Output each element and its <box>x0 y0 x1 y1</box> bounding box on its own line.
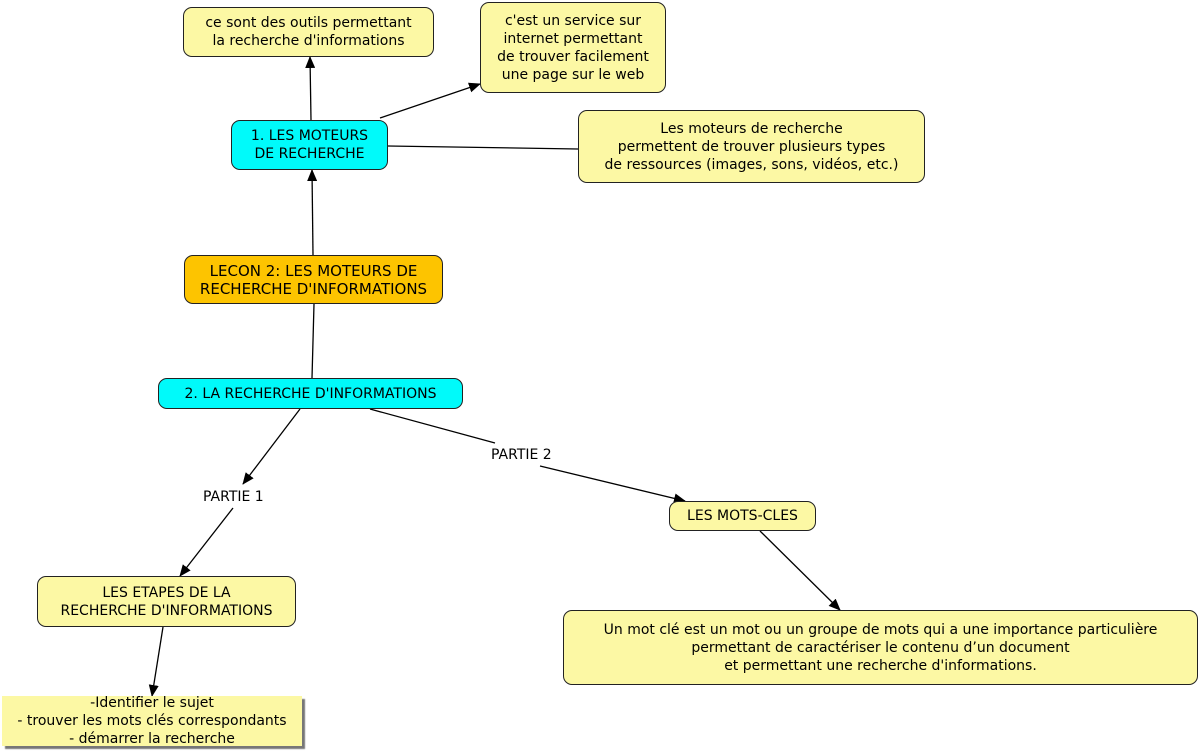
node-definition-service: c'est un service sur internet permettant… <box>480 2 666 93</box>
node-definition-mot-cle: Un mot clé est un mot ou un groupe de mo… <box>563 610 1198 685</box>
edge-moteurs-to-outils <box>305 56 316 121</box>
node-types-ressources: Les moteurs de recherche permettent de t… <box>578 110 925 183</box>
node-recherche-informations: 2. LA RECHERCHE D'INFORMATIONS <box>158 378 463 409</box>
edge-recherche-to-partie2 <box>369 408 496 444</box>
node-lecon-central: LECON 2: LES MOTEURS DE RECHERCHE D'INFO… <box>184 255 443 304</box>
edge-label-partie2: PARTIE 2 <box>489 447 554 463</box>
edge-partie1-to-etapes <box>179 507 234 577</box>
node-mots-cles: LES MOTS-CLES <box>669 501 816 531</box>
edge-partie2-to-motscles <box>539 465 686 504</box>
edge-recherche-to-partie1 <box>242 408 301 485</box>
node-etapes-liste: -Identifier le sujet - trouver les mots … <box>2 695 302 747</box>
edge-central-to-moteurs <box>307 169 318 256</box>
node-etapes-recherche: LES ETAPES DE LA RECHERCHE D'INFORMATION… <box>37 576 296 627</box>
node-moteurs-de-recherche: 1. LES MOTEURS DE RECHERCHE <box>231 120 388 170</box>
node-definition-outils: ce sont des outils permettant la recherc… <box>183 7 434 57</box>
edge-motscles-to-definition <box>759 530 841 611</box>
edge-etapes-to-list <box>148 626 164 697</box>
edge-central-to-recherche <box>311 303 315 379</box>
edge-moteurs-to-types <box>387 145 579 150</box>
edge-label-partie1: PARTIE 1 <box>201 489 266 505</box>
edge-moteurs-to-service <box>379 82 481 119</box>
